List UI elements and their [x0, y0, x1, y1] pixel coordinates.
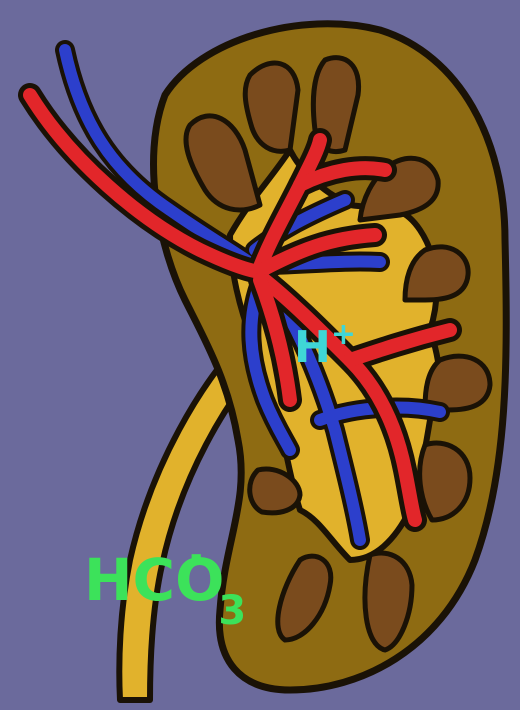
bicarbonate-label-base: HCO [84, 546, 224, 614]
bicarbonate-label-subscript: 3 [218, 588, 246, 634]
pyramid-right-4 [420, 443, 470, 520]
bicarbonate-label-charge: - [190, 538, 202, 573]
proton-label-charge: + [331, 317, 356, 352]
proton-label-base: H [294, 322, 331, 373]
bicarbonate-label: HCO3- [84, 538, 246, 634]
